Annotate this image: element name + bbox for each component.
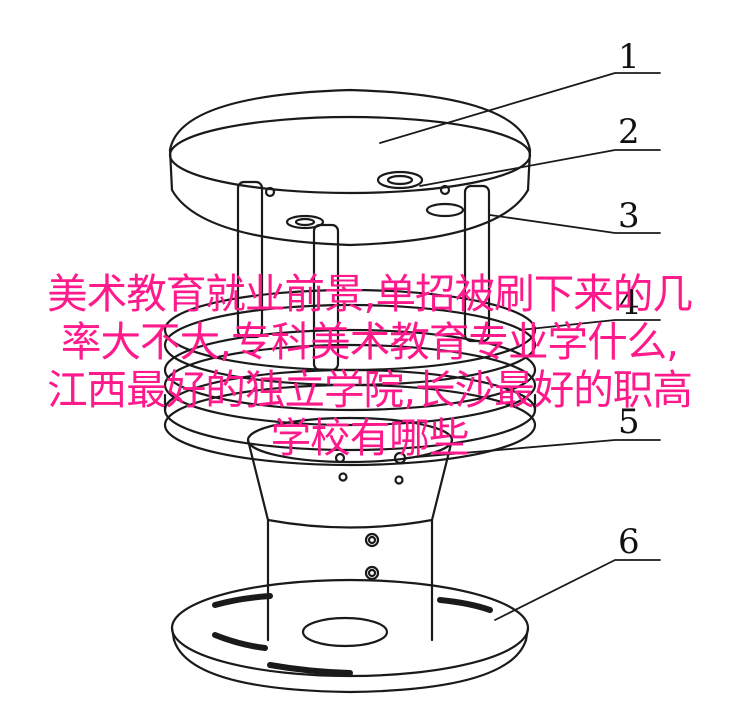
base-flange <box>170 578 530 694</box>
mounting-body <box>246 416 454 642</box>
shield-plates <box>163 288 537 467</box>
part-number-5: 5 <box>618 402 640 442</box>
part-number-labels: 1 2 3 4 5 6 <box>618 37 640 562</box>
part-number-1: 1 <box>618 37 640 77</box>
part-number-4: 4 <box>618 283 640 323</box>
part-number-3: 3 <box>618 196 640 236</box>
top-cap <box>168 88 532 247</box>
part-number-6: 6 <box>618 522 640 562</box>
leader-lines <box>379 72 661 621</box>
part-number-2: 2 <box>618 112 640 152</box>
support-rods <box>236 180 491 372</box>
